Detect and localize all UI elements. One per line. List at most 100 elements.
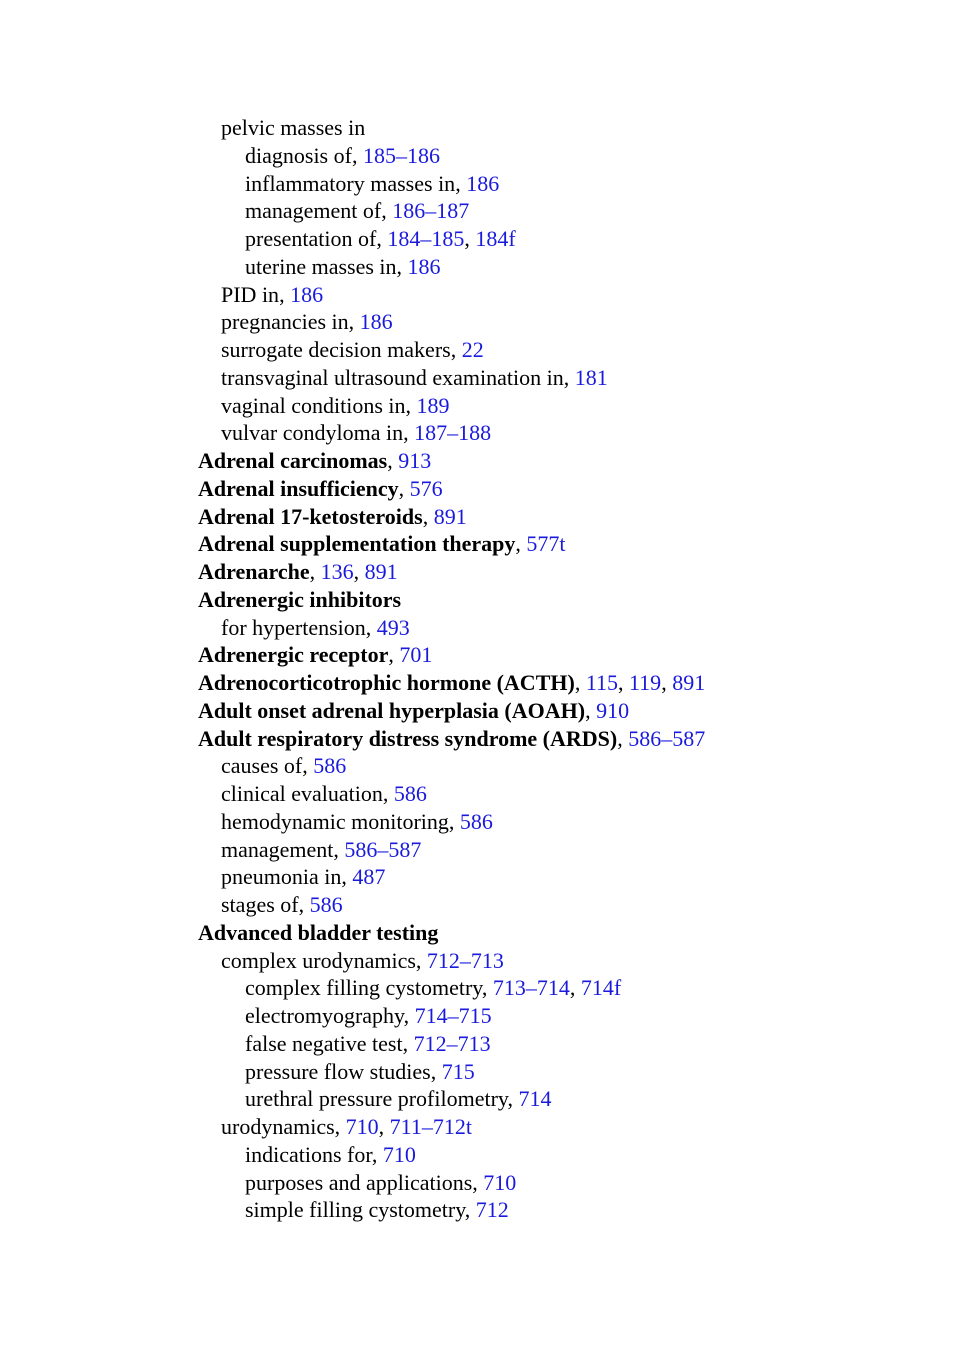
index-term: surrogate decision makers [221, 337, 451, 362]
ref-separator: , [402, 1030, 414, 1056]
page-reference-link[interactable]: 187–188 [414, 420, 492, 446]
page-reference-link[interactable]: 710 [345, 1114, 379, 1139]
ref-separator: , [388, 642, 400, 668]
page-reference-link[interactable]: 586 [459, 808, 493, 834]
index-term: urodynamics [221, 1114, 335, 1139]
index-main-entry: Adult respiratory distress syndrome (ARD… [0, 725, 954, 753]
index-term: Adrenergic receptor [198, 642, 389, 668]
page-reference-link[interactable]: 913 [398, 448, 432, 473]
index-subentry: pelvic masses in [0, 114, 954, 142]
page-reference-link[interactable]: 186 [290, 281, 324, 307]
index-term: hemodynamic monitoring [221, 808, 449, 834]
index-main-entry: Adrenal insufficiency, 576 [0, 475, 954, 503]
page-reference-link[interactable]: 712 [475, 1197, 509, 1223]
page-reference-link[interactable]: 186 [359, 309, 393, 335]
index-subentry: management of, 186–187 [0, 197, 954, 225]
page-reference-link[interactable]: 136 [320, 559, 354, 584]
index-subentry: electromyography, 714–715 [0, 1002, 954, 1030]
index-term: vaginal conditions in [221, 392, 406, 418]
index-term: diagnosis of [245, 142, 352, 168]
page-reference-link[interactable]: 712–713 [413, 1030, 491, 1056]
page-reference-link[interactable]: 577t [526, 531, 566, 557]
ref-separator: , [371, 1141, 383, 1167]
index-term: urethral pressure profilometry [245, 1086, 508, 1112]
ref-separator: , [302, 753, 314, 779]
page-reference-link[interactable]: 714 [518, 1086, 552, 1112]
ref-separator: , [376, 226, 388, 251]
index-term: Adult onset adrenal hyperplasia (AOAH) [198, 697, 586, 723]
page-reference-link[interactable]: 714–715 [414, 1003, 492, 1028]
page-reference-link[interactable]: 186–187 [392, 198, 470, 224]
ref-separator: , [585, 697, 597, 723]
index-subentry: causes of, 586 [0, 752, 954, 780]
page-reference-link[interactable]: 710 [483, 1169, 517, 1195]
index-term: transvaginal ultrasound examination in [221, 364, 564, 390]
index-term: for hypertension [221, 614, 366, 640]
page-reference-link[interactable]: 119 [629, 670, 662, 695]
index-subentry: presentation of, 184–185, 184f [0, 225, 954, 253]
ref-separator: , [422, 503, 434, 529]
ref-separator: , [574, 670, 586, 695]
page-reference-link[interactable]: 576 [409, 475, 443, 501]
page-reference-link[interactable]: 586–587 [628, 725, 706, 751]
index-subentry: inflammatory masses in, 186 [0, 170, 954, 198]
ref-separator: , [333, 836, 345, 862]
ref-separator: , [455, 170, 467, 196]
ref-separator: , [430, 1058, 442, 1084]
page-reference-link[interactable]: 891 [433, 503, 467, 529]
ref-separator: , [472, 1169, 484, 1195]
index-term: electromyography [245, 1003, 404, 1028]
ref-separator: , [448, 808, 460, 834]
index-term: Adrenal 17-ketosteroids [198, 503, 423, 529]
page-reference-link[interactable]: 910 [596, 697, 630, 723]
page-reference-link[interactable]: 181 [574, 364, 608, 390]
index-subentry: purposes and applications, 710 [0, 1169, 954, 1197]
page-reference-link[interactable]: 710 [382, 1141, 416, 1167]
ref-separator: , [481, 975, 493, 1001]
index-subentry: management, 586–587 [0, 836, 954, 864]
index-main-entry: Advanced bladder testing [0, 919, 954, 947]
ref-separator: , [415, 947, 427, 973]
index-subentry: PID in, 186 [0, 281, 954, 309]
index-subentry: stages of, 586 [0, 891, 954, 919]
page-reference-link[interactable]: 891 [672, 670, 706, 695]
index-subentry: transvaginal ultrasound examination in, … [0, 364, 954, 392]
index-term: false negative test [245, 1030, 403, 1056]
index-subentry: pressure flow studies, 715 [0, 1058, 954, 1086]
page-reference-link[interactable]: 189 [416, 392, 450, 418]
page-reference-link[interactable]: 186 [407, 253, 441, 279]
page-reference-link[interactable]: 186 [466, 170, 500, 196]
index-term: Adult respiratory distress syndrome (ARD… [198, 725, 618, 751]
index-subentry: vaginal conditions in, 189 [0, 392, 954, 420]
page-reference-link[interactable]: 22 [461, 337, 484, 362]
page-reference-link[interactable]: 714f [580, 975, 622, 1001]
page-reference-link[interactable]: 701 [399, 642, 433, 668]
page-reference-link[interactable]: 115 [585, 670, 618, 695]
ref-separator: , [341, 864, 353, 890]
page-reference-link[interactable]: 493 [376, 614, 410, 640]
ref-separator: , [334, 1114, 346, 1139]
index-term: Adrenergic inhibitors [198, 586, 402, 612]
page-reference-link[interactable]: 891 [364, 559, 398, 584]
ref-separator: , [382, 781, 394, 806]
page-reference-link[interactable]: 711–712t [389, 1114, 472, 1139]
page-reference-link[interactable]: 713–714 [492, 975, 570, 1001]
index-term: pelvic masses in [221, 115, 366, 140]
index-term: management of [245, 198, 382, 224]
ref-separator: , [617, 725, 629, 751]
page-reference-link[interactable]: 185–186 [362, 142, 440, 168]
index-subentry: urethral pressure profilometry, 714 [0, 1085, 954, 1113]
page-reference-link[interactable]: 487 [352, 864, 386, 890]
page-reference-link[interactable]: 712–713 [426, 947, 504, 973]
page-reference-link[interactable]: 184f [475, 226, 516, 251]
page-reference-link[interactable]: 586 [393, 781, 427, 806]
index-term: PID in [221, 281, 280, 307]
page-reference-link[interactable]: 586 [313, 753, 347, 779]
page-reference-link[interactable]: 184–185 [387, 226, 465, 251]
page-reference-link[interactable]: 586–587 [344, 836, 422, 862]
page-reference-link[interactable]: 715 [441, 1058, 475, 1084]
index-subentry: complex urodynamics, 712–713 [0, 947, 954, 975]
index-subentry: pneumonia in, 487 [0, 863, 954, 891]
ref-separator: , [618, 670, 629, 695]
page-reference-link[interactable]: 586 [309, 892, 343, 917]
